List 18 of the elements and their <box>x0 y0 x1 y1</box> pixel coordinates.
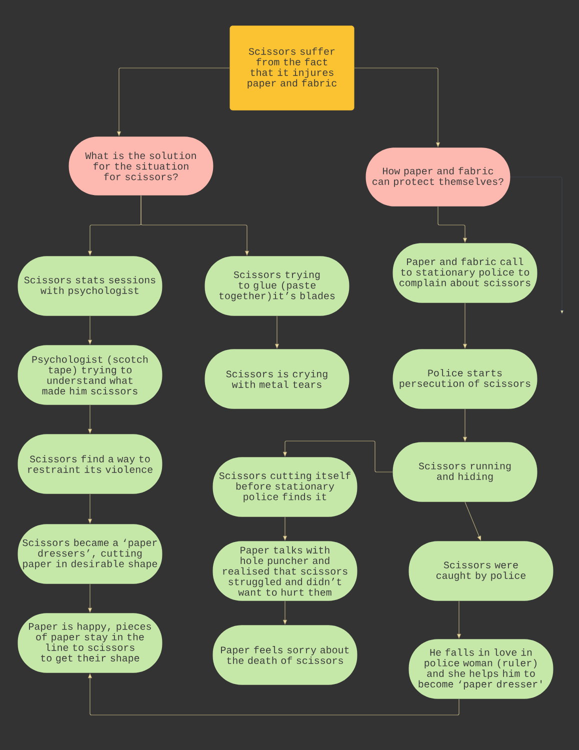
rounded-box: Scissors stats sessions with psychologist <box>18 256 162 316</box>
rounded-box: Paper talks with hole puncher and realised that scissors struggled and didn’t want to hurt them <box>212 541 358 601</box>
rounded-box: Paper is happy, pieces of paper stay in the line to scissors to get their shape <box>18 613 162 673</box>
rounded-box: Scissors cutting itself before stationary police finds it <box>212 457 358 517</box>
rounded-box: Police starts persecution of scissors <box>392 349 538 409</box>
rounded-box: Scissors trying to glue (paste together)it’s blades <box>204 256 350 316</box>
rounded-box: He falls in love in police woman (ruler) and she helps him to become ‘paper dresser' <box>408 639 554 699</box>
rounded-box: How paper and fabric can protect themselves? <box>366 148 510 206</box>
rounded-box: Scissors find a way to restraint its violence <box>18 434 162 494</box>
rounded-box: Scissors were caught by police <box>408 541 554 601</box>
rounded-box: Scissors running and hiding <box>392 442 538 502</box>
rounded-box: Scissors became a ‘paper dressers’, cutting paper in desirable shape <box>18 524 162 584</box>
rounded-box: Scissors is crying with metal tears <box>204 349 350 409</box>
rectangle-box: Scissors suffer from the fact that it injures paper and fabric <box>230 26 354 110</box>
rounded-box: Paper and fabric call to stationary police to complain about scissors <box>392 243 538 303</box>
rounded-box: What is the solution for the situation for scissors? <box>68 136 214 196</box>
rounded-box: Psychologist (scotch tape) trying to understand what made him scissors <box>18 345 162 405</box>
rounded-box: Paper feels sorry about the death of scissors <box>212 625 358 685</box>
